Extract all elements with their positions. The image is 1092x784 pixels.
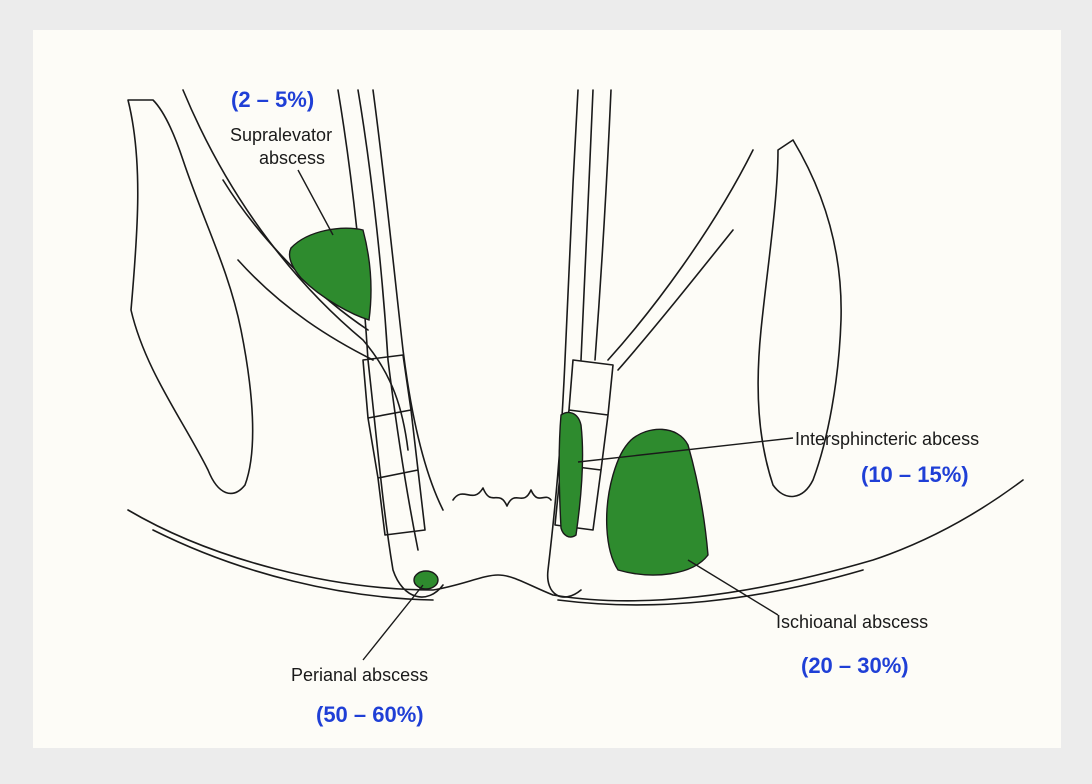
supralevator-leader-line (298, 170, 333, 235)
ischioanal-percentage: (20 – 30%) (801, 653, 909, 679)
left-rectal-wall (338, 90, 443, 597)
supralevator-percentage: (2 – 5%) (231, 87, 314, 113)
left-sphincter (363, 355, 425, 535)
intersphincteric-label: Intersphincteric abcess (795, 428, 979, 450)
ischioanal-label: Ischioanal abscess (776, 611, 928, 633)
intersphincteric-percentage: (10 – 15%) (861, 462, 969, 488)
perianal-abscess-region (414, 571, 438, 589)
supralevator-abscess-region (289, 228, 371, 320)
right-levator-line-2 (618, 230, 733, 370)
skin-line-2 (153, 530, 433, 600)
left-pelvic-bone (128, 100, 253, 493)
right-rectal-wall-2 (581, 90, 593, 360)
ischioanal-abscess-region (607, 429, 708, 575)
anatomy-illustration (33, 30, 1061, 748)
right-levator-line (608, 150, 753, 360)
right-rectal-wall-3 (595, 90, 611, 360)
supralevator-label-line2: abscess (259, 147, 325, 169)
perianal-label: Perianal abscess (291, 664, 428, 686)
ischioanal-leader-line (688, 560, 778, 615)
diagram-panel: (2 – 5%) Supralevator abscess Intersphin… (33, 30, 1061, 748)
anal-canal-folds (453, 488, 551, 506)
intersphincteric-abscess-region (559, 412, 583, 537)
perianal-percentage: (50 – 60%) (316, 702, 424, 728)
supralevator-label-line1: Supralevator (230, 124, 332, 146)
